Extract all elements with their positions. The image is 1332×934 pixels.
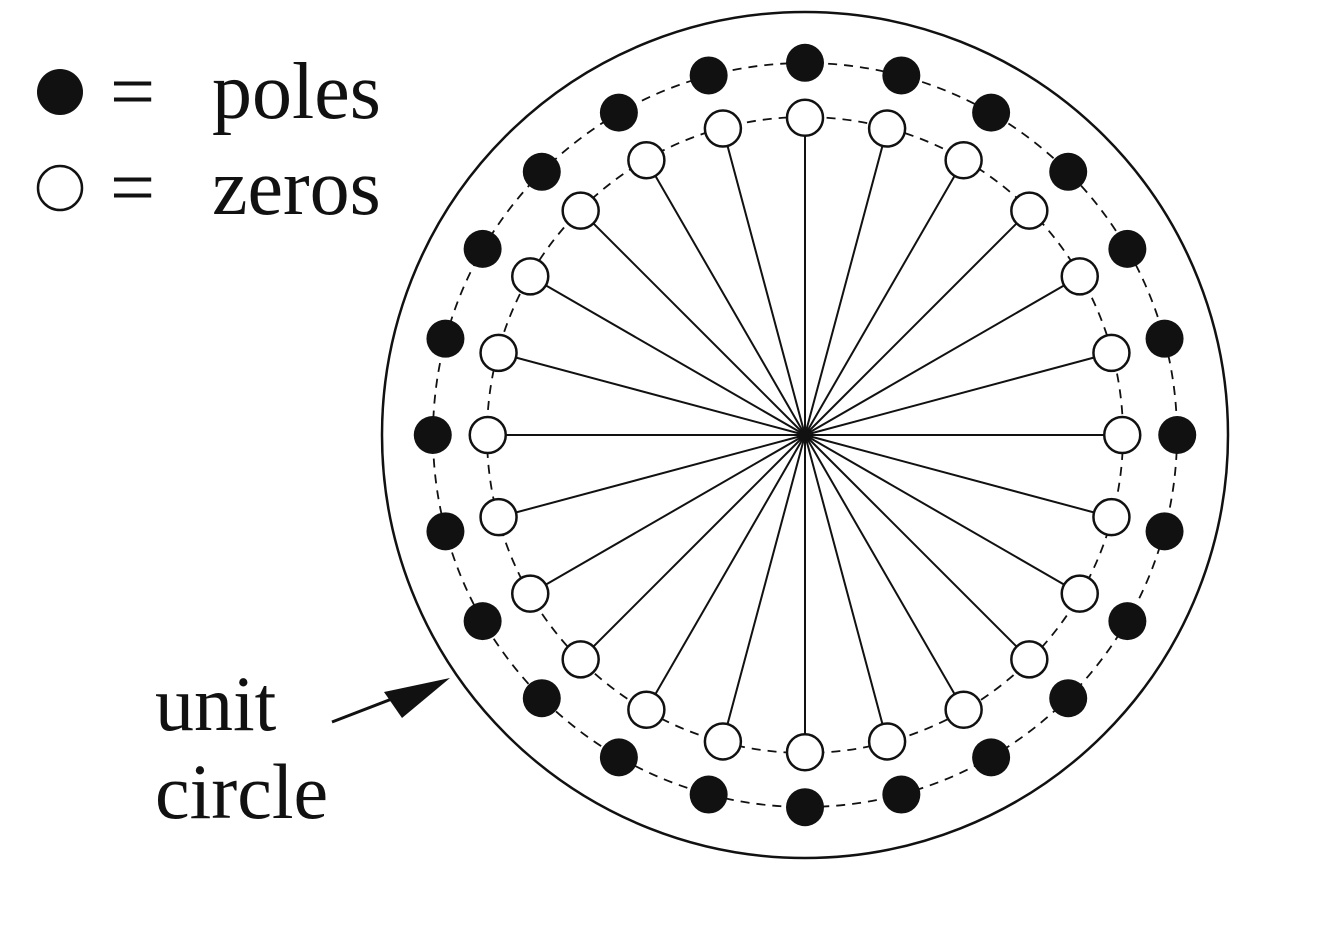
pole-marker <box>1049 679 1088 718</box>
pole-marker <box>1158 416 1197 454</box>
pole-marker <box>1108 229 1147 268</box>
zero-marker <box>944 690 983 729</box>
pole-marker <box>1049 152 1088 191</box>
zero-marker <box>1060 257 1099 296</box>
pole-marker <box>882 775 921 814</box>
legend-pole-label: poles <box>212 48 381 136</box>
pole-marker <box>972 738 1011 777</box>
zero-marker <box>561 191 600 230</box>
spoke <box>645 434 806 711</box>
spoke <box>804 128 889 436</box>
spoke <box>804 434 1112 519</box>
zero-marker <box>1092 333 1131 373</box>
zeros <box>468 98 1142 772</box>
zero-marker <box>944 141 983 180</box>
poles <box>413 43 1197 827</box>
zero-marker <box>511 257 550 296</box>
zero-marker <box>1060 574 1099 613</box>
spoke <box>804 275 1081 436</box>
pole-marker <box>1145 319 1184 358</box>
pole-marker <box>689 775 728 814</box>
spoke <box>804 434 965 711</box>
annotation-line-circle: circle <box>155 748 328 835</box>
annotation-arrow-head <box>384 678 450 718</box>
annotation-line-unit: unit <box>155 660 277 747</box>
zero-marker <box>627 141 666 180</box>
legend: = poles = zeros <box>36 48 381 232</box>
pole-marker <box>689 56 728 95</box>
unit-circle-annotation: unit circle <box>155 660 450 835</box>
pole-marker <box>599 738 638 777</box>
origin-point <box>799 429 811 441</box>
zero-marker <box>1103 415 1142 455</box>
pole-marker <box>463 602 502 641</box>
legend-zero-label: zeros <box>212 144 381 232</box>
zero-marker <box>703 722 743 761</box>
unit-circle <box>380 10 1230 860</box>
zero-marker <box>479 497 518 537</box>
zero-marker <box>703 109 743 148</box>
spoke <box>804 434 1081 595</box>
spoke <box>804 434 889 742</box>
pole-marker <box>522 152 561 191</box>
pole-marker <box>786 788 824 827</box>
legend-pole-marker <box>37 69 83 115</box>
pole-marker <box>1108 602 1147 641</box>
pole-marker <box>522 679 561 718</box>
spokes <box>487 117 1123 753</box>
legend-zero-equals: = <box>110 144 155 232</box>
spoke <box>721 128 806 436</box>
spoke <box>529 275 806 436</box>
zero-marker <box>627 690 666 729</box>
pole-marker <box>882 56 921 95</box>
zero-marker <box>1092 497 1131 537</box>
pole-marker <box>426 512 465 551</box>
spoke <box>529 434 806 595</box>
zero-marker <box>785 733 825 772</box>
legend-zero-marker <box>36 164 84 212</box>
zero-marker <box>511 574 550 613</box>
spoke <box>804 351 1112 436</box>
spoke <box>804 209 1031 436</box>
pole-marker <box>786 43 824 82</box>
pole-marker <box>463 229 502 268</box>
zero-marker <box>1010 640 1049 679</box>
spoke <box>804 434 1031 661</box>
zero-marker <box>468 415 507 455</box>
spoke <box>579 434 806 661</box>
spoke <box>579 209 806 436</box>
pole-marker <box>1145 512 1184 551</box>
spoke <box>498 434 806 519</box>
legend-pole-equals: = <box>110 48 155 136</box>
pole-marker <box>972 93 1011 132</box>
spoke <box>721 434 806 742</box>
zero-marker <box>479 333 518 373</box>
pole-marker <box>426 319 465 358</box>
spoke <box>645 159 806 436</box>
spoke <box>498 351 806 436</box>
spoke <box>804 159 965 436</box>
pole-marker <box>413 416 452 454</box>
zero-marker <box>867 109 907 148</box>
zero-marker <box>1010 191 1049 230</box>
pole-marker <box>599 93 638 132</box>
zero-marker <box>785 98 825 137</box>
zero-marker <box>867 722 907 761</box>
zero-marker <box>561 640 600 679</box>
